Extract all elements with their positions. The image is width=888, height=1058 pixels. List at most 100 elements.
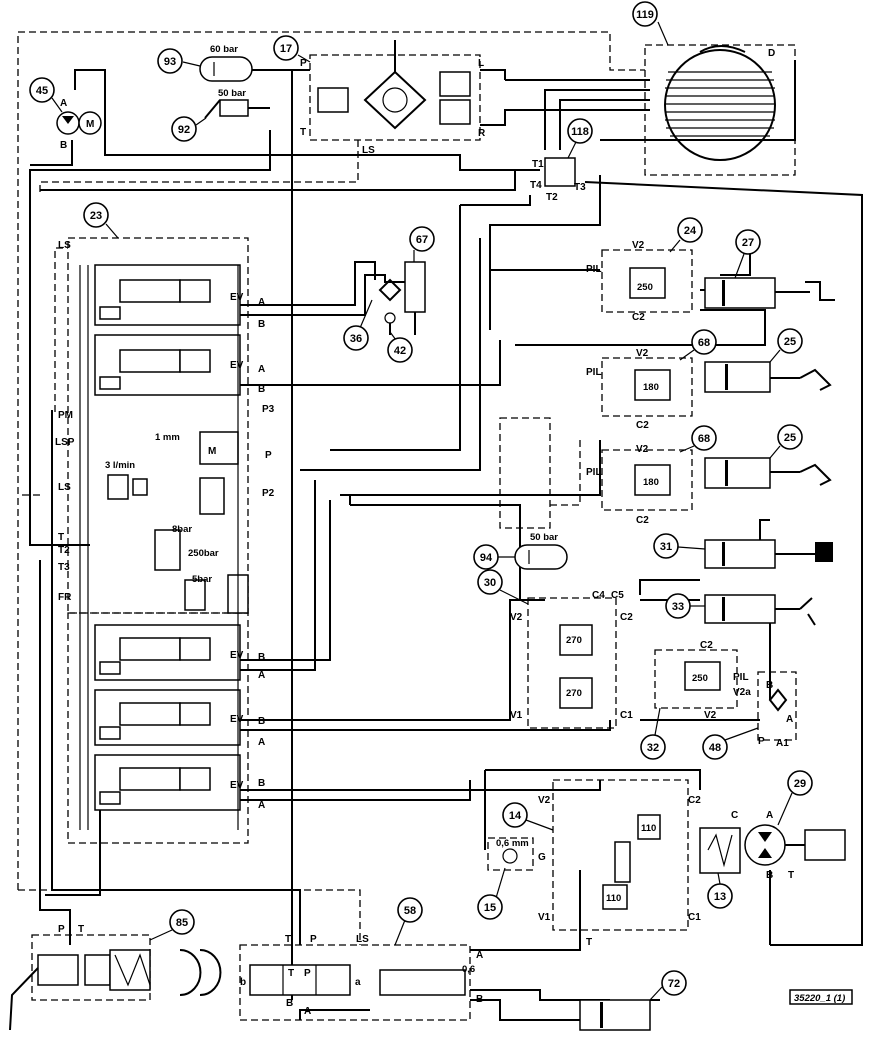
port-58-spool-b: b <box>240 977 246 988</box>
valve-68a-pressure: 180 <box>643 382 659 393</box>
callout-68b-leader <box>679 445 695 453</box>
valve-24-c2: C2 <box>632 312 645 323</box>
valve-30b-pressure: 270 <box>566 688 582 699</box>
callout-17-leader <box>297 54 311 63</box>
callout-27-bubble <box>735 229 761 255</box>
callout-85-leader <box>149 929 173 941</box>
callout-119-leader <box>657 21 669 46</box>
port-14-v1: V1 <box>538 912 551 923</box>
port-58-spool-p: P <box>304 968 311 979</box>
callout-32-number: 32 <box>647 742 659 754</box>
pressure-switch-92-pressure: 50 bar <box>218 88 246 99</box>
callout-36-bubble <box>343 325 369 351</box>
callout-72-number: 72 <box>668 978 680 990</box>
callout-33-number: 33 <box>672 601 684 613</box>
cylinder-33 <box>704 594 816 626</box>
port-48-a: A <box>786 714 793 725</box>
callout-31-number: 31 <box>660 541 672 553</box>
port-58-b: B <box>476 994 483 1005</box>
port-17-l: L <box>478 58 484 69</box>
callout-118: 118 <box>567 118 593 159</box>
callout-27-number: 27 <box>742 237 754 249</box>
callout-68a-number: 68 <box>698 337 710 349</box>
callout-17-number: 17 <box>280 43 292 55</box>
drawing-code-box: 35220_1 (1) <box>789 989 853 1005</box>
callout-25a: 25 <box>769 328 803 363</box>
section-5-ev: EV <box>230 780 244 791</box>
main-lines <box>29 60 863 1021</box>
port-23-p: P <box>265 450 272 461</box>
port-30-v2: V2 <box>510 612 523 623</box>
callout-68a-leader <box>679 349 695 361</box>
orifice-15-label: 0,6 mm <box>496 838 529 849</box>
callout-13-leader <box>717 872 721 885</box>
tank-block-118: T1 T4 T2 T3 <box>530 157 586 203</box>
callouts: 119 17 93 92 45 118 23 67 24 27 36 42 68… <box>29 1 813 1001</box>
port-32-v2: V2 <box>704 710 717 721</box>
port-23-t2: T2 <box>58 545 70 556</box>
valve-block-14: 110 110 V2 C2 G V1 C1 T <box>538 779 701 948</box>
accumulator-93: 60 bar <box>199 44 253 82</box>
motor-29-a: A <box>766 810 773 821</box>
port-14-v2: V2 <box>538 795 551 806</box>
callout-15: 15 <box>477 867 506 920</box>
valve-85-t: T <box>78 924 84 935</box>
section-1-ev: EV <box>230 292 244 303</box>
callout-25a-leader <box>769 349 781 363</box>
callout-24-number: 24 <box>684 225 697 237</box>
priority-valve-17: P T L R LS <box>300 40 486 156</box>
callout-85-bubble <box>169 909 195 935</box>
callout-93-bubble <box>157 48 183 74</box>
callout-23-leader <box>105 223 119 239</box>
callout-25b-leader <box>769 445 781 459</box>
callout-25a-bubble <box>777 328 803 354</box>
port-58-ls: LS <box>356 934 369 945</box>
callout-72-leader <box>649 986 663 1001</box>
callout-32-bubble <box>640 734 666 760</box>
callout-45-leader <box>51 97 63 113</box>
accumulator-94-pressure: 50 bar <box>530 532 558 543</box>
relief-23c-label: 5bar <box>192 574 212 585</box>
callout-31-leader <box>677 546 706 550</box>
callout-94: 94 <box>473 544 515 570</box>
callout-119: 119 <box>632 1 669 46</box>
valve-32: 250 C2 PIL V2a V2 <box>654 640 751 721</box>
callout-42-bubble <box>387 337 413 363</box>
section-4-ev: EV <box>230 714 244 725</box>
callout-14: 14 <box>502 802 554 831</box>
ls-flow-label: 3 l/min <box>105 460 135 471</box>
port-58-spool-b2: B <box>286 998 293 1009</box>
callout-24-bubble <box>677 217 703 243</box>
callout-36: 36 <box>343 299 373 351</box>
motor-29: A B T C <box>699 810 846 881</box>
callout-29: 29 <box>777 770 813 826</box>
port-58-spool-a: a <box>355 977 361 988</box>
section-5-port-b: B <box>258 778 265 789</box>
steering-unit-119: D <box>644 44 796 176</box>
callout-15-leader <box>495 867 506 899</box>
callout-48-number: 48 <box>709 742 721 754</box>
callout-58-leader <box>394 919 406 946</box>
callout-30-bubble <box>477 569 503 595</box>
port-32-v2a: V2a <box>733 687 751 698</box>
port-30-c2: C2 <box>620 612 633 623</box>
port-48-b: B <box>766 680 773 691</box>
port-23-ls2: LS <box>58 482 71 493</box>
pump-45-port-b: B <box>60 140 67 151</box>
callout-68b: 68 <box>679 425 717 453</box>
callout-24-leader <box>669 239 681 253</box>
section-3-port-a: A <box>258 670 265 681</box>
drawing-code: 35220_1 (1) <box>794 993 845 1004</box>
callout-42: 42 <box>387 331 413 363</box>
pump-45: M A B <box>56 98 102 151</box>
callout-31-bubble <box>653 533 679 559</box>
cylinder-25b <box>704 457 832 489</box>
relief-23b-label: 250bar <box>188 548 219 559</box>
pilot-group <box>499 417 581 529</box>
callout-94-bubble <box>473 544 499 570</box>
relief-23a-label: 8bar <box>172 524 192 535</box>
port-14-t: T <box>586 937 592 948</box>
callout-25a-number: 25 <box>784 336 796 348</box>
callout-93: 93 <box>157 48 201 74</box>
callout-85: 85 <box>149 909 195 941</box>
